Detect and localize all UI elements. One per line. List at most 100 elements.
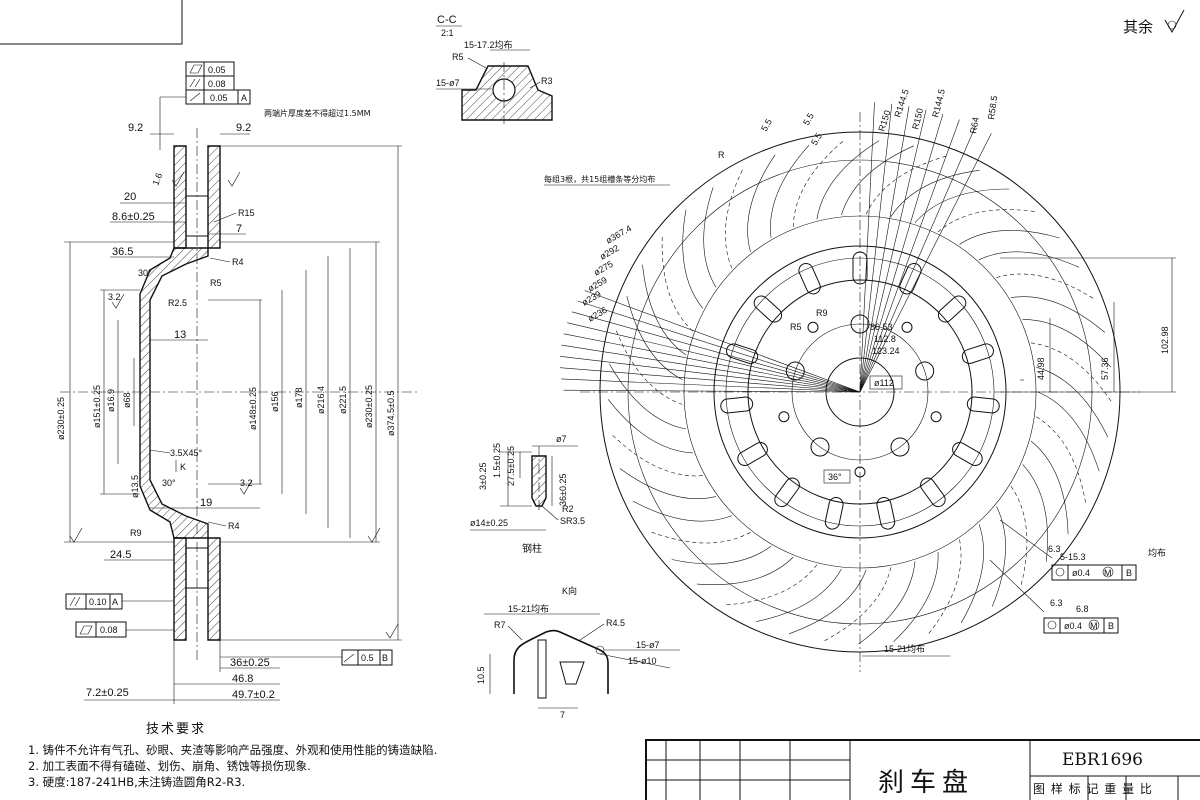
hat-slot (876, 496, 896, 530)
section-cc-scale: 2:1 (441, 28, 454, 38)
hat-slot (798, 262, 821, 295)
svg-text:0.10: 0.10 (89, 597, 107, 607)
svg-text:R9: R9 (130, 528, 142, 538)
svg-text:27.5±0.25: 27.5±0.25 (506, 446, 516, 486)
radius-leader (859, 103, 893, 393)
svg-text:R144.5: R144.5 (892, 88, 910, 119)
vane-groove (682, 209, 704, 309)
svg-text:ø178: ø178 (294, 387, 304, 408)
vane-groove (959, 230, 1060, 245)
vane-groove (747, 154, 776, 252)
vane-groove (650, 531, 751, 544)
vane-groove (756, 568, 842, 622)
frame-corner (0, 0, 183, 45)
svg-text:7: 7 (560, 710, 565, 720)
section-cc: C-C 2:1 15-17.2均布 R5 R3 15-ø7 (436, 14, 553, 124)
svg-text:24.5: 24.5 (110, 549, 131, 561)
svg-text:1.5±0.25: 1.5±0.25 (492, 443, 502, 478)
vane-groove (615, 329, 683, 405)
vane-groove (619, 468, 717, 499)
vane-groove (1022, 464, 1048, 562)
radius-leader (859, 119, 960, 393)
vane-groove (858, 561, 916, 645)
svg-text:每组3根，共15组槽条等分均布: 每组3根，共15组槽条等分均布 (544, 174, 655, 184)
svg-text:钢柱: 钢柱 (522, 542, 542, 555)
general-roughness-label: 其余 (1123, 18, 1154, 36)
front-view: R150 R144.5 R150 R144.5 R64 R58.5 5.5 5.… (544, 88, 1176, 672)
vane-groove (823, 567, 892, 642)
svg-text:ø0.4: ø0.4 (1064, 621, 1082, 631)
svg-text:3.5X45°: 3.5X45° (170, 448, 203, 458)
vane-groove (996, 273, 1095, 300)
svg-text:10.5: 10.5 (476, 666, 486, 684)
vane-groove (937, 209, 1037, 233)
vane-groove (661, 235, 693, 332)
svg-text:K向: K向 (562, 585, 577, 596)
svg-text:3±0.25: 3±0.25 (478, 463, 488, 490)
vane-groove (671, 545, 772, 565)
hat-slot (961, 343, 994, 364)
svg-text:ø374.5±0.5: ø374.5±0.5 (386, 391, 396, 436)
hat-slot (720, 396, 754, 414)
vane-groove (1036, 366, 1109, 438)
part-name: 刹车盘 (878, 768, 975, 798)
svg-text:0.05: 0.05 (210, 93, 228, 103)
vane-groove (632, 500, 733, 522)
tol-frame-top: 0.05 0.08 0.05 A (159, 61, 251, 150)
vane-groove (841, 145, 914, 216)
vane-groove (927, 539, 962, 635)
locating-hole (807, 321, 819, 333)
svg-text:R144.5: R144.5 (930, 88, 947, 119)
svg-text:36°: 36° (828, 472, 842, 482)
svg-text:R4: R4 (228, 521, 240, 531)
svg-text:R58.5: R58.5 (986, 95, 999, 120)
roughness-marks: 3.2 1.6 3.2 (69, 172, 399, 639)
k-pocket (559, 661, 585, 685)
hat-slot (852, 251, 868, 285)
radius-leader (859, 133, 992, 393)
svg-text:36.5: 36.5 (112, 246, 133, 258)
vane-groove (893, 551, 939, 642)
svg-text:30°: 30° (138, 268, 152, 278)
hat-section (139, 247, 209, 539)
pin-body (531, 455, 547, 507)
hat-slot (774, 477, 800, 508)
svg-text:123.24: 123.24 (872, 346, 900, 356)
svg-text:R9: R9 (816, 308, 828, 318)
diameter-leader (577, 300, 861, 393)
svg-text:86.53: 86.53 (870, 322, 893, 332)
vane-groove (890, 169, 980, 217)
svg-text:R2: R2 (562, 504, 574, 514)
svg-text:ø221.5: ø221.5 (338, 386, 348, 414)
svg-text:M: M (1090, 621, 1098, 631)
side-section-view: 0.05 0.08 0.05 A 两端片厚度差不得超过1.5MM (56, 61, 420, 704)
svg-text:B: B (1126, 568, 1132, 578)
vane-groove (1031, 342, 1113, 403)
svg-text:6.3: 6.3 (1048, 544, 1061, 554)
k-detail: K向 15-21均布 R7 R4.5 15-ø7 15-ø10 10.5 7 (476, 585, 680, 720)
tech-req-title: 技术要求 (146, 722, 207, 737)
svg-text:R64: R64 (968, 116, 981, 134)
radius-leader (859, 114, 944, 393)
svg-text:R5: R5 (210, 278, 222, 288)
left-plate-bottom (173, 537, 187, 641)
position-tol-2: 6.3 6.8 ø0.4 M B (989, 559, 1119, 634)
svg-text:3.2: 3.2 (240, 478, 253, 488)
locating-hole (901, 321, 913, 333)
svg-text:5.5: 5.5 (759, 117, 774, 133)
svg-text:57.36: 57.36 (1100, 357, 1110, 380)
svg-text:13: 13 (174, 329, 186, 341)
svg-text:ø68: ø68 (122, 392, 132, 408)
vane-groove (793, 140, 845, 228)
svg-text:19: 19 (200, 497, 212, 509)
diameter-leader (563, 333, 861, 393)
svg-text:ø16.9: ø16.9 (106, 389, 116, 412)
svg-text:15-ø7: 15-ø7 (636, 640, 660, 650)
svg-text:R7: R7 (494, 620, 506, 630)
diameter-leader (563, 389, 861, 393)
svg-text:36±0.25: 36±0.25 (558, 474, 568, 506)
svg-text:5-15.3: 5-15.3 (1060, 552, 1086, 562)
bolt-hole (810, 437, 830, 457)
bolt-hole (890, 437, 910, 457)
